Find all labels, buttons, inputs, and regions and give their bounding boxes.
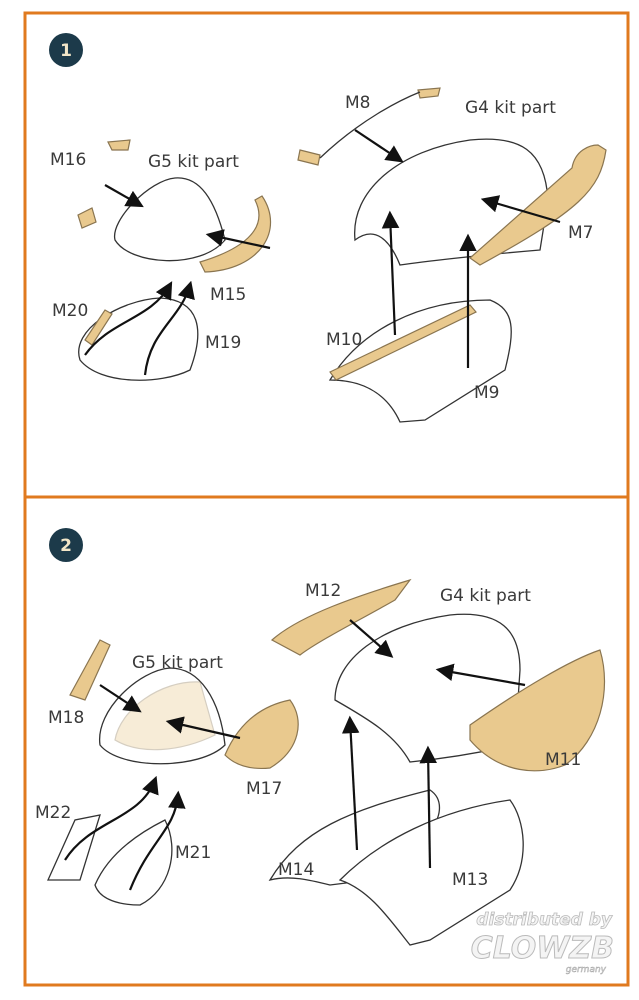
- g5-canopy-part-2: [99, 667, 226, 765]
- step-2: 2 G5 kit part M18 M17 M22 M21 M12 G4 kit…: [35, 528, 606, 946]
- mask-m13: [338, 799, 524, 946]
- label-m8: M8: [345, 93, 370, 113]
- step-1: 1 M16 G5 kit part M15 M20 M19 M8 G4 kit …: [49, 33, 607, 423]
- label-m21: M21: [175, 843, 211, 863]
- label-g5-kit-part-2: G5 kit part: [132, 653, 223, 673]
- m19-mask-outline: [78, 297, 199, 381]
- label-g5-kit-part: G5 kit part: [148, 152, 239, 172]
- label-m18: M18: [48, 708, 84, 728]
- mask-m11: [469, 649, 606, 772]
- label-m11: M11: [545, 750, 581, 770]
- mask-m18: [69, 639, 111, 701]
- g4-canopy-part: [354, 138, 549, 266]
- outer-frame: [23, 11, 630, 987]
- mask-m16-bottom: [77, 207, 97, 229]
- label-m22: M22: [35, 803, 71, 823]
- mask-m21: [94, 819, 173, 906]
- label-m14: M14: [278, 860, 314, 880]
- step-1-badge: [49, 33, 83, 67]
- mask-m20: [84, 309, 113, 346]
- m9-mask-outline: [328, 299, 512, 423]
- label-m17: M17: [246, 779, 282, 799]
- label-m15: M15: [210, 285, 246, 305]
- mask-m17: [224, 699, 299, 770]
- mask-m15: [199, 195, 272, 273]
- label-m12: M12: [305, 581, 341, 601]
- step-1-number: 1: [60, 41, 72, 61]
- mask-m10: [329, 304, 477, 381]
- label-m19: M19: [205, 333, 241, 353]
- mask-m16-top: [107, 139, 131, 151]
- logo-distributed-by: distributed by: [476, 910, 613, 930]
- label-m16: M16: [50, 150, 86, 170]
- g5-canopy-part: [114, 177, 226, 262]
- label-g4-kit-part-2: G4 kit part: [440, 586, 531, 606]
- step-2-badge: [49, 528, 83, 562]
- g5-mask-frame: [114, 681, 216, 751]
- logo-brand: CLOWZB: [471, 931, 614, 966]
- logo-germany: germany: [566, 965, 607, 975]
- step-2-number: 2: [60, 536, 72, 556]
- mask-m8-left: [297, 149, 321, 166]
- label-m10: M10: [326, 330, 362, 350]
- mask-m8-right: [417, 87, 441, 99]
- label-m13: M13: [452, 870, 488, 890]
- label-m7: M7: [568, 223, 593, 243]
- label-m9: M9: [474, 383, 499, 403]
- mask-m14: [268, 789, 441, 886]
- label-m20: M20: [52, 301, 88, 321]
- label-g4-kit-part: G4 kit part: [465, 98, 556, 118]
- mask-m7: [469, 144, 607, 266]
- distributor-logo: distributed by CLOWZB germany: [470, 910, 614, 976]
- mask-m12: [270, 578, 412, 656]
